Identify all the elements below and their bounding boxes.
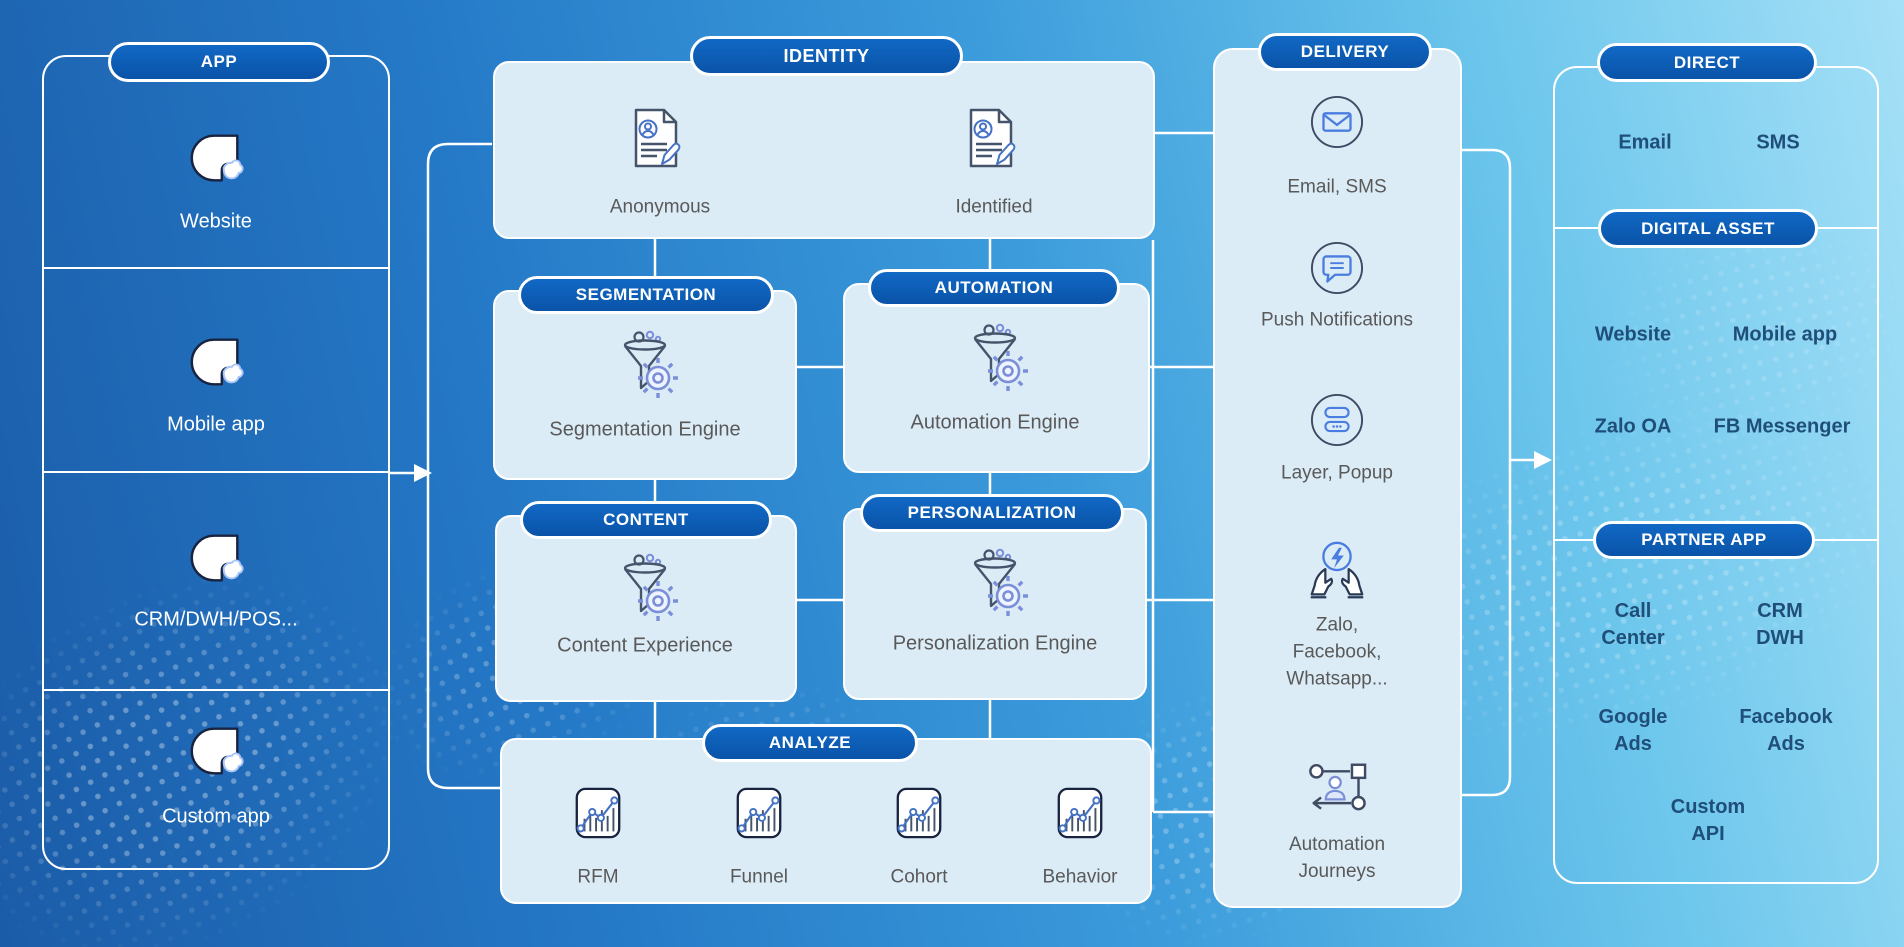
digital-asset-item-website: Website [1594,323,1672,346]
envelope-icon [1310,95,1364,149]
delivery-section-pill: DELIVERY [1258,33,1432,71]
hands-bolt-icon [1299,537,1375,607]
chart-icon [732,785,786,841]
funnel-gear-icon [959,322,1031,394]
app-item-custom-app: Custom app [162,805,270,828]
partner-app-item-crm-dwh: CRM DWH [1756,600,1804,649]
automation-section-pill: AUTOMATION [868,269,1120,307]
identified-document-icon [963,106,1019,170]
puzzle-icon [185,720,247,782]
direct-section-pill: DIRECT [1597,43,1817,82]
partner-app-item-facebook-ads: Facebook Ads [1739,706,1833,755]
funnel-gear-icon [609,552,681,624]
direct-item-sms: SMS [1756,131,1800,154]
direct-section-title: DIRECT [1673,52,1741,72]
personalization-section-title: PERSONALIZATION [907,503,1077,522]
partner-app-item-call-center: Call Center [1601,600,1665,649]
app-section-title: APP [200,52,238,71]
delivery-section-title: DELIVERY [1300,42,1390,61]
identity-section-pill: IDENTITY [690,36,963,76]
automation-section-title: AUTOMATION [934,278,1054,297]
delivery-item-push-notifications: Push Notifications [1260,309,1414,331]
partner-app-item-custom-api: Custom API [1670,796,1746,845]
digital-asset-section-pill: DIGITAL ASSET [1598,209,1818,248]
analyze-item-behavior: Behavior [1042,866,1118,888]
content-panel [495,515,797,702]
chart-icon [571,785,625,841]
puzzle-icon [185,127,247,189]
channels-container [1553,66,1879,884]
personalization-section-pill: PERSONALIZATION [860,494,1124,532]
analyze-section-title: ANALYZE [768,733,852,752]
flow-arrowhead-left [414,464,432,482]
delivery-item-email-sms: Email, SMS [1287,176,1387,198]
analyze-item-cohort: Cohort [890,866,948,888]
partner-app-section-title: PARTNER APP [1641,530,1767,549]
app-cell-divider [44,689,388,691]
funnel-gear-icon [609,329,681,401]
partner-app-item-google-ads: Google Ads [1598,706,1668,755]
funnel-gear-icon [959,547,1031,619]
content-section-title: CONTENT [603,510,689,529]
content-section-pill: CONTENT [520,501,772,539]
app-item-mobile-app: Mobile app [167,413,265,436]
partner-app-section-pill: PARTNER APP [1593,521,1815,559]
digital-asset-section-title: DIGITAL ASSET [1641,218,1775,238]
delivery-item-layer-popup: Layer, Popup [1281,462,1393,484]
analyze-section-pill: ANALYZE [702,724,918,762]
automation-panel [843,283,1150,473]
digital-asset-item-fb-messenger: FB Messenger [1713,415,1851,438]
content-experience-label: Content Experience [557,634,733,657]
app-item-website: Website [180,210,252,233]
digital-asset-item-zalo-oa: Zalo OA [1594,415,1672,438]
digital-asset-item-mobile-app: Mobile app [1732,323,1838,346]
flow-arrowhead-right [1534,451,1552,469]
segmentation-engine-label: Segmentation Engine [549,418,741,441]
direct-item-email: Email [1618,131,1672,154]
delivery-item-automation-journeys: Automation Journeys [1288,834,1386,882]
app-cell-divider [44,267,388,269]
chart-icon [1053,785,1107,841]
chart-icon [892,785,946,841]
delivery-panel [1213,48,1462,908]
puzzle-icon [185,527,247,589]
analyze-item-funnel: Funnel [729,866,789,888]
identified-label: Identified [955,196,1033,218]
journey-icon [1305,761,1369,819]
identity-section-title: IDENTITY [783,45,870,66]
anonymous-label: Anonymous [609,196,711,218]
anonymous-document-icon [628,106,684,170]
puzzle-icon [185,331,247,393]
personalization-engine-label: Personalization Engine [892,632,1098,655]
segmentation-section-title: SEGMENTATION [575,285,717,304]
app-item-crm-dwh-pos: CRM/DWH/POS... [134,608,298,631]
segmentation-section-pill: SEGMENTATION [518,276,774,314]
chat-bubble-icon [1310,241,1364,295]
layers-icon [1310,393,1364,447]
app-cell-divider [44,471,388,473]
delivery-item-zalo-facebook-whatsapp: Zalo, Facebook, Whatsapp... [1286,614,1388,690]
analyze-item-rfm: RFM [577,866,619,888]
app-section-pill: APP [108,42,330,82]
automation-engine-label: Automation Engine [910,411,1080,434]
